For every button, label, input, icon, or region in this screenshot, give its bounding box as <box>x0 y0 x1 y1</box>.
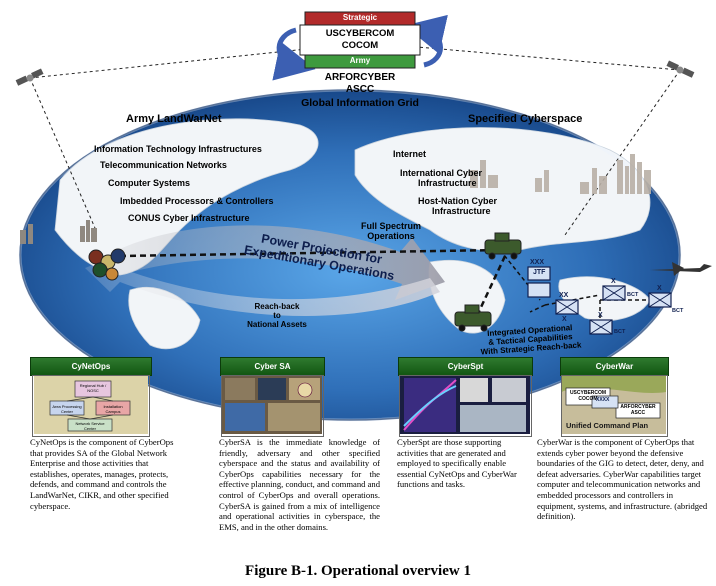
satellite-icon-right <box>666 60 695 78</box>
cynetops-inset-box-3: Installation Campus <box>103 404 123 414</box>
cyberwar-inset-box-1-line-2: COCOM <box>578 396 598 402</box>
x-echelon-label-1: X <box>611 278 616 285</box>
computer-systems-label: Computer Systems <box>108 178 191 188</box>
cyberspt-panel-image <box>400 376 530 434</box>
it-infrastructures-label: Information Technology Infrastructures <box>94 144 262 154</box>
figure-caption: Figure B-1. Operational overview 1 <box>245 563 471 579</box>
cynetops-image-frame <box>32 375 150 437</box>
host-nation-label: Host-Nation Cyber Infrastructure <box>418 196 497 216</box>
xx-echelon-label: XX <box>559 292 569 299</box>
cynetops-inset-box-2: Area Processing Center <box>52 404 82 414</box>
jtf-label: JTF <box>533 269 546 276</box>
cybersa-panel-image <box>222 376 322 434</box>
cyberwar-inset-xxxx: XXXX <box>596 397 610 403</box>
telecom-networks-label: Telecommunication Networks <box>100 160 227 170</box>
cyberwar-header: CyberWar <box>560 357 669 376</box>
conus-node-cluster <box>88 248 126 281</box>
cyberspt-description: CyberSpt are those supporting activities… <box>397 437 517 490</box>
army-box <box>304 54 416 69</box>
full-spectrum-line-1: Full Spectrum <box>361 221 422 231</box>
cybersa-image-frame <box>221 375 324 437</box>
internet-label: Internet <box>393 149 427 159</box>
xxx-echelon-label: XXX <box>530 259 545 266</box>
arforcyber-label: ARFORCYBER <box>324 72 396 83</box>
tactical-vehicle-icon <box>454 304 492 332</box>
army-label: Army <box>349 56 371 65</box>
cynetops-header: CyNetOps <box>30 357 152 376</box>
skyline-left <box>20 220 97 244</box>
cynetops-description: CyNetOps is the component of CyberOps th… <box>30 437 174 511</box>
cyberwar-inset-plan: Unified Command Plan <box>566 421 649 430</box>
x-echelon-label-4: X <box>562 316 567 323</box>
cyberwar-inset-box-1: USCYBERCOM COCOM <box>566 390 610 402</box>
imbedded-processors-label: Imbedded Processors & Controllers <box>120 196 274 206</box>
host-nation-line-2: Infrastructure <box>432 206 491 216</box>
uscybercom-label: USCYBERCOM <box>325 28 395 39</box>
bct-label-1: BCT <box>627 292 639 298</box>
command-cycle-arrows <box>272 14 448 81</box>
x-echelon-label-2: X <box>657 285 662 292</box>
skyline-right <box>470 154 651 194</box>
reachback-line-2: to <box>273 311 281 320</box>
cynetops-inset-box-4: Network Service Center <box>75 421 105 431</box>
intl-cyber-label: International Cyber Infrastructure <box>400 168 482 188</box>
reachback-line-3: National Assets <box>247 320 307 329</box>
full-spectrum-line-2: Operations <box>367 231 415 241</box>
cyberwar-inset-box-2-line-2: ASCC <box>630 410 646 416</box>
deployed-vehicle-icon <box>484 232 522 260</box>
bct-label-3: BCT <box>614 329 626 335</box>
cocom-label: COCOM <box>341 40 379 51</box>
cyberspt-image-frame <box>399 375 532 437</box>
reachback-label: Reach-back to National Assets <box>242 302 312 329</box>
cyberwar-image-frame <box>561 375 668 437</box>
x-echelon-label-3: X <box>598 312 603 319</box>
cynetops-inset-box-1: Regional Hub / NOSC <box>79 383 107 393</box>
gig-label: Global Information Grid <box>301 97 419 109</box>
full-spectrum-label: Full Spectrum Operations <box>361 221 421 241</box>
conus-cyber-label: CONUS Cyber Infrastructure <box>128 213 250 223</box>
satellite-icon-left <box>15 68 44 86</box>
army-landwarnet-header: Army LandWarNet <box>126 113 222 125</box>
aircraft-icon <box>650 262 712 276</box>
intl-cyber-line-2: Infrastructure <box>418 178 477 188</box>
reachback-arrow <box>85 255 440 316</box>
reachback-line-1: Reach-back <box>254 302 300 311</box>
cybersa-header: Cyber SA <box>220 357 325 376</box>
specified-cyberspace-header: Specified Cyberspace <box>468 113 583 125</box>
cybersa-description: CyberSA is the immediate knowledge of fr… <box>219 437 380 532</box>
intl-cyber-line-1: International Cyber <box>400 168 483 178</box>
cyberwar-panel-image <box>562 376 666 434</box>
cyberspt-header: CyberSpt <box>398 357 533 376</box>
bct-label-2: BCT <box>672 308 684 314</box>
cyberwar-inset-box-1-line-1: USCYBERCOM <box>569 390 607 396</box>
cyberwar-description: CyberWar is the component of CyberOps th… <box>537 437 708 522</box>
cyberwar-inset-box-2: ARFORCYBER ASCC <box>616 404 660 416</box>
cynetops-panel-image <box>34 376 148 434</box>
ascc-label: ASCC <box>345 84 375 95</box>
power-projection-arrow <box>95 225 445 300</box>
strategic-label: Strategic <box>342 13 378 22</box>
host-nation-line-1: Host-Nation Cyber <box>418 196 498 206</box>
cyberwar-inset-box-2-line-1: ARFORCYBER <box>620 404 656 410</box>
